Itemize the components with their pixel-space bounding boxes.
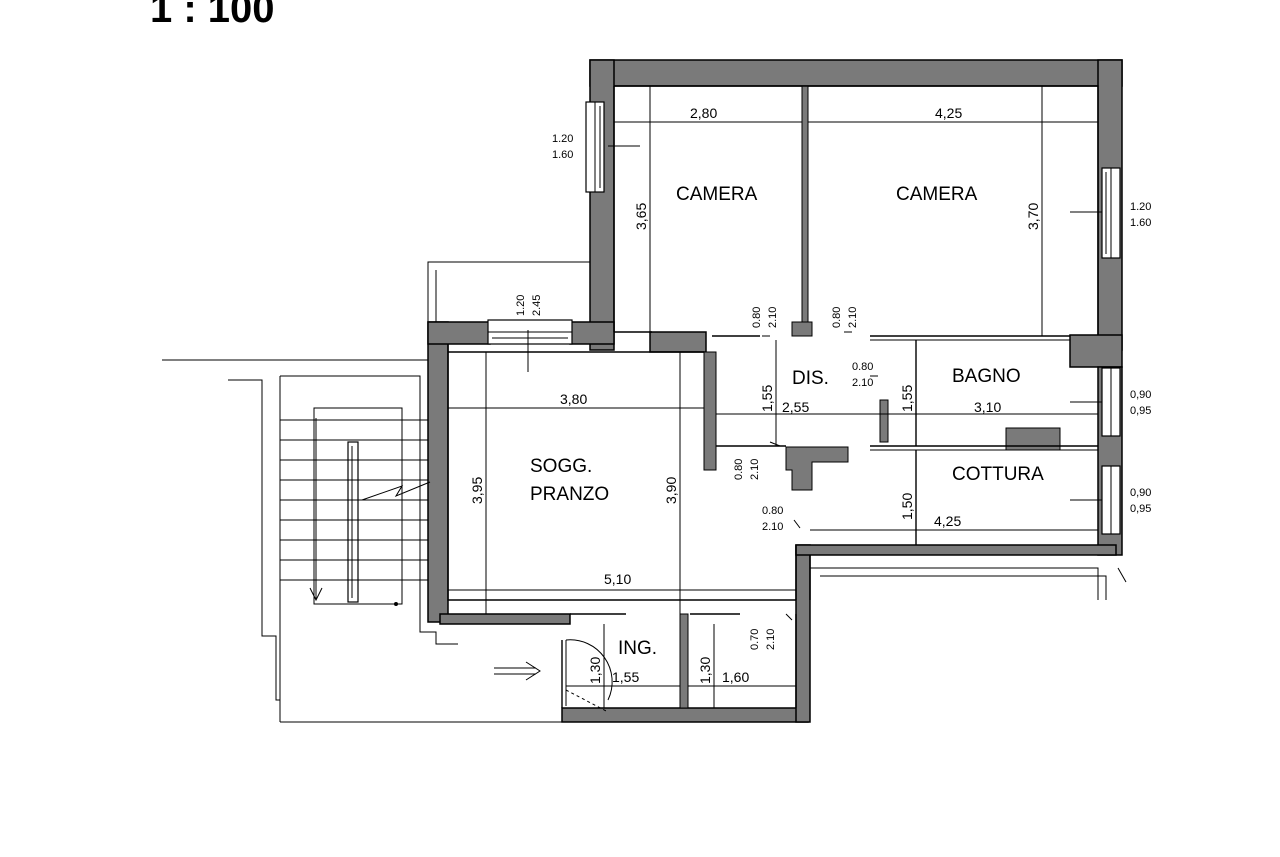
op-window-cottura-h: 0,95 [1130,503,1151,515]
room-label-camera-1: CAMERA [676,184,758,205]
op-window-camera-2-h: 1.60 [1130,217,1151,229]
balcony-rail [810,567,1099,600]
wall-right-entrance [795,544,811,723]
op-door-soggiorno-h: 2.10 [749,459,761,480]
room-label-ingresso: ING. [618,638,657,659]
op-window-bagno-w: 0,90 [1130,389,1151,401]
door-ticks [762,331,878,621]
wall-dis-left [703,351,717,471]
dim-closet-width: 1,60 [722,669,749,685]
dim-camera-2-width: 4,25 [935,105,962,121]
wall-top [589,59,1123,87]
staircase [162,359,562,723]
room-labels: CAMERA CAMERA BAGNO DIS. SOGG. PRANZO CO… [530,184,1044,659]
room-label-soggiorno-2: PRANZO [530,484,609,505]
dim-soggiorno-depth-right: 3,90 [663,477,679,504]
windows [487,101,1121,535]
window-cottura [1101,465,1121,535]
dim-bagno-depth: 1,55 [899,385,915,412]
op-window-soggiorno-w: 1.20 [515,295,527,316]
op-door-bagno-w: 0.80 [852,361,873,373]
dim-soggiorno-width: 3,80 [560,391,587,407]
balcony-end [1117,567,1127,583]
dim-closet-depth: 1,30 [697,657,713,684]
op-window-soggiorno-h: 2.45 [531,295,543,316]
dimension-labels: 2,80 4,25 3,65 3,70 1,55 2,55 1,55 3,10 … [469,105,1041,685]
opening-labels: 1.20 1.60 1.20 1.60 1.20 2.45 0.80 2.10 … [515,133,1151,650]
op-window-camera-1-h: 1.60 [552,149,573,161]
dim-cottura-depth: 1,50 [899,493,915,520]
dim-soggiorno-total-width: 5,10 [604,571,631,587]
dimension-lines [448,86,1098,708]
op-door-camera-1-h: 2.10 [767,307,779,328]
dim-ingresso-depth: 1,30 [587,657,603,684]
dim-camera-2-depth: 3,70 [1025,203,1041,230]
op-door-camera-2-h: 2.10 [847,307,859,328]
wall-living-top-right [649,331,707,353]
dim-bagno-width: 3,10 [974,399,1001,415]
balcony-upper-left [427,261,590,322]
entrance-arrow-icon [494,661,541,681]
line-bedroom-top [614,85,1099,335]
room-label-bagno: BAGNO [952,366,1021,387]
room-label-camera-2: CAMERA [896,184,978,205]
window-camera-1 [585,101,605,193]
room-label-cottura: COTTURA [952,464,1044,485]
room-label-soggiorno-1: SOGG. [530,456,592,477]
op-door-camera-1-w: 0.80 [751,307,763,328]
wall-right-notch [1069,334,1123,368]
wall-left-living [427,321,449,623]
wall-camera-partition [801,85,809,337]
window-soggiorno [487,319,573,345]
wall-bagno-shaft [1005,427,1061,451]
wall-camera-door-jamb [791,321,813,337]
op-window-camera-2-w: 1.20 [1130,201,1151,213]
walls [427,59,1123,723]
dim-dis-width: 2,55 [782,399,809,415]
op-door-soggiorno-w: 0.80 [733,459,745,480]
dim-camera-1-depth: 3,65 [633,203,649,230]
op-door-camera-2-w: 0.80 [831,307,843,328]
op-window-cottura-w: 0,90 [1130,487,1151,499]
balcony-rail-inner [820,575,1107,600]
wall-living-top-left [427,321,491,345]
op-door-closet-h: 2.10 [765,629,777,650]
wall-bottom [561,707,809,723]
dim-dis-depth: 1,55 [759,385,775,412]
op-door-cottura-h: 2.10 [762,521,783,533]
wall-living-bottom [439,613,571,625]
wall-living-top-mid [569,321,615,345]
op-door-closet-w: 0.70 [749,629,761,650]
room-label-dis: DIS. [792,368,829,389]
op-door-cottura-w: 0.80 [762,505,783,517]
op-door-bagno-h: 2.10 [852,377,873,389]
dim-ingresso-width: 1,55 [612,669,639,685]
wall-kitchen-column [785,446,849,491]
window-camera-2 [1101,167,1121,259]
window-bagno [1101,367,1121,437]
wall-dis-stub [879,399,889,443]
dim-camera-1-width: 2,80 [690,105,717,121]
scale-label: 1 : 100 [150,0,275,31]
dim-soggiorno-depth-left: 3,95 [469,477,485,504]
wall-closet-partition [679,613,689,709]
wall-kitchen-bottom [795,544,1117,556]
op-window-camera-1-w: 1.20 [552,133,573,145]
dim-cottura-width: 4,25 [934,513,961,529]
op-window-bagno-h: 0,95 [1130,405,1151,417]
